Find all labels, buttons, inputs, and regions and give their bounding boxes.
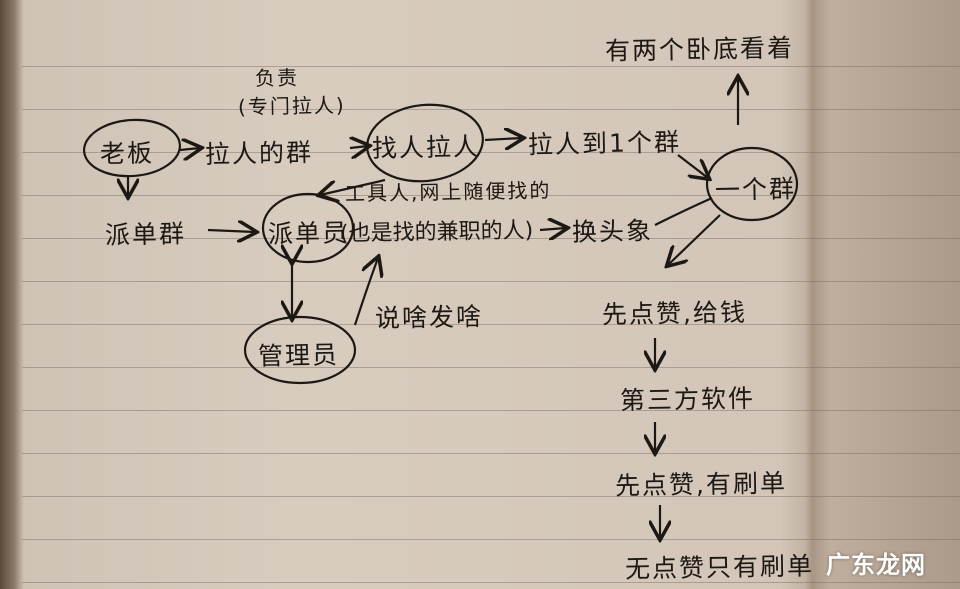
admin-node: 管理员 [257, 340, 340, 371]
ruled-lines [22, 0, 960, 589]
responsible-label: 负责 [254, 65, 300, 91]
arrow-pull-group [677, 154, 708, 178]
step2-node: 第三方软件 [619, 383, 756, 416]
boss-circle [82, 118, 182, 178]
one-group-circle [705, 146, 799, 222]
recruit-group-node: 拉人的群 [204, 138, 314, 169]
dispatcher-note: (也是找的兼职的人) [339, 218, 534, 247]
arrow-find-pull [484, 138, 522, 140]
boss-node: 老板 [99, 138, 155, 169]
dispatch-group-node: 派单群 [104, 219, 187, 250]
watermark: 广东龙网 [826, 551, 926, 579]
say-post-label: 说啥发啥 [374, 302, 484, 333]
arrow-recruit-find [350, 146, 368, 148]
dispatcher-circle [261, 192, 355, 264]
change-avatar-node: 换头象 [571, 216, 654, 247]
arrow-dispatchgroup-dispatcher [207, 230, 255, 232]
arrow-admin-dispatcher [353, 258, 378, 326]
step3-node: 先点赞,有刷单 [614, 468, 788, 501]
tool-people-label: 工具人,网上随便找的 [344, 178, 552, 206]
arrow-note-avatar [539, 228, 566, 230]
dispatcher-node: 派单员 [267, 218, 350, 249]
two-spies-label: 有两个卧底看着 [604, 33, 795, 66]
arrow-avatar-group [654, 196, 713, 226]
find-recruiters-node: 找人拉人 [371, 132, 481, 163]
arrow-find-dispatcher [320, 178, 386, 195]
pull-to-group-node: 拉人到1个群 [527, 127, 682, 160]
one-group-node: 一个群 [714, 174, 797, 205]
responsible-note: (专门拉人) [237, 93, 346, 119]
arrow-boss-recruit [179, 148, 200, 150]
step1-node: 先点赞,给钱 [601, 297, 748, 330]
step4-node: 无点赞只有刷单 [624, 551, 815, 584]
arrow-group-step1 [668, 214, 721, 265]
